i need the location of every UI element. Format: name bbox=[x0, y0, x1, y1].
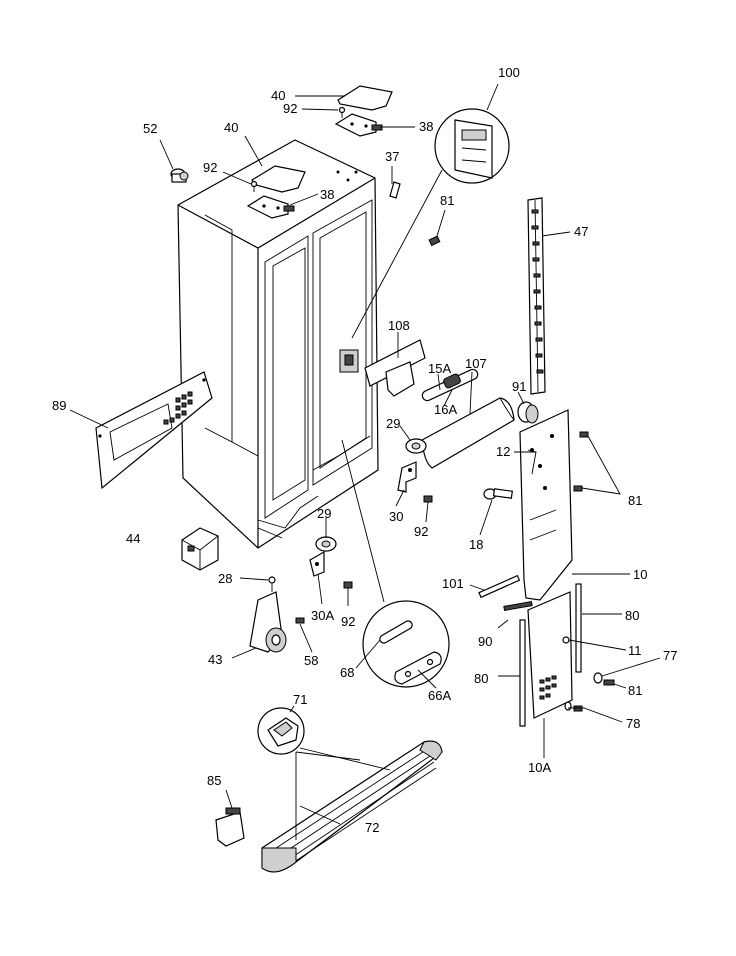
label-12: 12 bbox=[496, 444, 510, 459]
label-11: 11 bbox=[628, 643, 642, 658]
label-81-upper: 81 bbox=[440, 193, 454, 208]
hinge-plate-lower bbox=[246, 195, 295, 219]
label-100: 100 bbox=[498, 65, 520, 80]
clip-37 bbox=[389, 181, 401, 199]
label-29-lower: 29 bbox=[317, 506, 331, 521]
label-78: 78 bbox=[626, 716, 640, 731]
label-10a: 10A bbox=[528, 760, 551, 775]
panel-10a bbox=[527, 591, 573, 719]
label-29-upper: 29 bbox=[386, 416, 400, 431]
label-80-right: 80 bbox=[625, 608, 639, 623]
screw-81-right-b bbox=[573, 485, 583, 492]
detail-68-66a-magnified bbox=[341, 439, 450, 688]
housing-108 bbox=[339, 339, 426, 397]
roller-bracket-43 bbox=[249, 591, 287, 653]
cover-107 bbox=[421, 397, 515, 469]
label-92-lower-right: 92 bbox=[341, 614, 355, 629]
label-38-lower: 38 bbox=[320, 187, 334, 202]
strip-80-left bbox=[519, 619, 526, 727]
screw-92-bracket bbox=[423, 495, 433, 503]
detail-71-magnified bbox=[257, 707, 305, 755]
label-92-bracket: 92 bbox=[414, 524, 428, 539]
cap-52 bbox=[170, 168, 189, 183]
rail-47 bbox=[527, 197, 546, 395]
hinge-plate-upper bbox=[334, 113, 383, 137]
strip-101 bbox=[478, 574, 521, 599]
clip-85 bbox=[215, 807, 245, 847]
label-90: 90 bbox=[478, 634, 492, 649]
screw-81-right-a bbox=[579, 431, 589, 438]
label-44: 44 bbox=[126, 531, 140, 546]
tube-16a bbox=[443, 373, 461, 389]
block-44 bbox=[181, 527, 219, 571]
label-15a: 15A bbox=[428, 361, 451, 376]
label-91: 91 bbox=[512, 379, 526, 394]
label-52: 52 bbox=[143, 121, 157, 136]
label-68: 68 bbox=[340, 665, 354, 680]
label-30: 30 bbox=[389, 509, 403, 524]
back-panel-10 bbox=[519, 409, 573, 601]
label-71: 71 bbox=[293, 692, 307, 707]
label-47: 47 bbox=[574, 224, 588, 239]
screw-81-upper bbox=[428, 235, 441, 247]
leader-lines bbox=[69, 83, 661, 840]
label-92-lower: 92 bbox=[203, 160, 217, 175]
label-101: 101 bbox=[442, 576, 464, 591]
washer-29-lower bbox=[315, 536, 337, 552]
screw-92-upper bbox=[338, 106, 346, 118]
label-28: 28 bbox=[218, 571, 232, 586]
strip-80-right bbox=[575, 583, 582, 673]
screws-78 bbox=[564, 701, 583, 712]
strip-90 bbox=[503, 601, 533, 611]
label-85: 85 bbox=[207, 773, 221, 788]
label-81-right: 81 bbox=[628, 493, 642, 508]
cabinet bbox=[177, 139, 379, 549]
label-81-lower: 81 bbox=[628, 683, 642, 698]
screw-28 bbox=[268, 576, 276, 592]
panel-89 bbox=[95, 371, 213, 490]
label-108: 108 bbox=[388, 318, 410, 333]
label-107: 107 bbox=[465, 356, 487, 371]
label-72: 72 bbox=[365, 820, 379, 835]
label-40-lower: 40 bbox=[224, 120, 238, 135]
label-43: 43 bbox=[208, 652, 222, 667]
screw-92-lower-right bbox=[343, 581, 353, 589]
label-16a: 16A bbox=[434, 402, 457, 417]
bolt-18 bbox=[483, 488, 514, 500]
label-40-upper: 40 bbox=[271, 88, 285, 103]
label-89: 89 bbox=[52, 398, 66, 413]
label-66a: 66A bbox=[428, 688, 451, 703]
label-92-upper: 92 bbox=[283, 101, 297, 116]
washer-77 bbox=[593, 672, 603, 684]
hinge-cover-upper bbox=[337, 85, 393, 111]
grille-72 bbox=[261, 740, 443, 873]
label-80-left: 80 bbox=[474, 671, 488, 686]
part-labels: 100 40 92 38 52 40 92 38 37 81 47 108 15… bbox=[52, 65, 677, 835]
label-37: 37 bbox=[385, 149, 399, 164]
detail-100-magnified bbox=[351, 108, 510, 339]
bracket-30 bbox=[397, 461, 417, 493]
bracket-30a bbox=[309, 550, 325, 577]
label-38-upper: 38 bbox=[419, 119, 433, 134]
washer-29-upper bbox=[405, 438, 427, 454]
label-77: 77 bbox=[663, 648, 677, 663]
part-91 bbox=[517, 401, 539, 424]
screw-81-lower bbox=[603, 679, 615, 686]
label-58: 58 bbox=[304, 653, 318, 668]
label-10: 10 bbox=[633, 567, 647, 582]
label-30a: 30A bbox=[311, 608, 334, 623]
screw-92-lower bbox=[250, 180, 258, 192]
screw-58 bbox=[295, 617, 305, 624]
label-18: 18 bbox=[469, 537, 483, 552]
